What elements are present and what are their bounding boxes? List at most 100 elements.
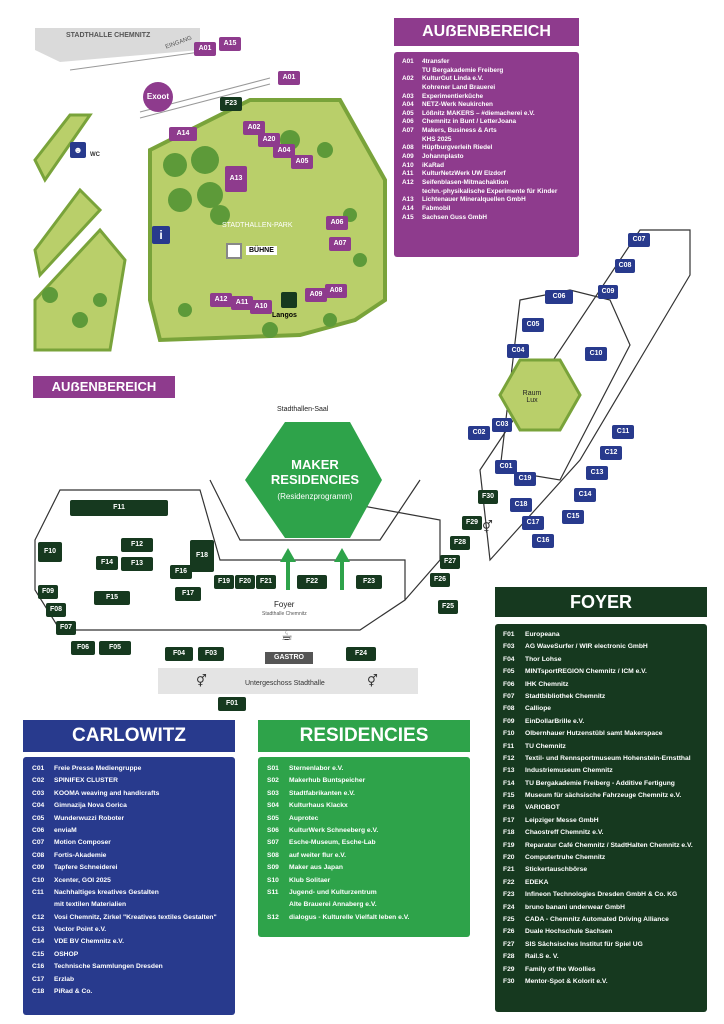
stand-c05[interactable]: C05: [522, 318, 544, 332]
carlowitz-entry-name: Wunderwuzzi Roboter: [54, 814, 125, 822]
stand-f05[interactable]: F05: [99, 641, 131, 655]
stand-f13[interactable]: F13: [121, 557, 153, 571]
stand-f26[interactable]: F26: [430, 573, 450, 587]
stand-f20[interactable]: F20: [235, 575, 255, 589]
stand-f12[interactable]: F12: [121, 538, 153, 552]
foyer-entry-name: CADA - Chemnitz Automated Driving Allian…: [525, 915, 669, 923]
stand-f07[interactable]: F07: [56, 621, 76, 635]
stand-f16[interactable]: F16: [170, 565, 192, 579]
stand-f29[interactable]: F29: [462, 516, 482, 530]
stand-f19[interactable]: F19: [214, 575, 234, 589]
stand-f06[interactable]: F06: [71, 641, 95, 655]
stand-f17[interactable]: F17: [175, 587, 201, 601]
aussen-entry-name: Makers, Business & Arts KHS 2025: [422, 127, 497, 143]
stand-c04[interactable]: C04: [507, 344, 529, 358]
foyer-entry-code: F11: [503, 742, 515, 750]
residencies-entry-code: S09: [267, 864, 279, 872]
stand-c09[interactable]: C09: [598, 285, 618, 299]
stand-a11[interactable]: A11: [231, 296, 253, 310]
stand-f03[interactable]: F03: [198, 647, 224, 661]
stage-icon: [226, 243, 242, 259]
stand-a20[interactable]: A20: [258, 133, 280, 147]
stand-f25[interactable]: F25: [438, 600, 458, 614]
stand-f11[interactable]: F11: [70, 500, 168, 516]
stand-a12[interactable]: A12: [210, 293, 232, 307]
stand-f23[interactable]: F23: [356, 575, 382, 589]
stand-c08[interactable]: C08: [615, 259, 635, 273]
stand-a02[interactable]: A02: [243, 121, 265, 135]
carlowitz-entry-code: C06: [32, 826, 45, 834]
aussen-entry-name: Lichtenauer Mineralquellen GmbH: [422, 196, 526, 204]
residencies-entry-name: Klub Solitaer: [289, 876, 331, 884]
stand-c02[interactable]: C02: [468, 426, 490, 440]
stand-a06[interactable]: A06: [326, 216, 348, 230]
stand-f14[interactable]: F14: [96, 556, 118, 570]
stand-f22[interactable]: F22: [297, 575, 327, 589]
stand-a23[interactable]: F23: [220, 97, 242, 111]
carlowitz-entry-code: C03: [32, 789, 45, 797]
stand-c15[interactable]: C15: [562, 510, 584, 524]
stand-f10[interactable]: F10: [38, 542, 62, 562]
stand-f27[interactable]: F27: [440, 555, 460, 569]
stand-a14[interactable]: A14: [169, 127, 197, 141]
stand-c01[interactable]: C01: [495, 460, 517, 474]
carlowitz-entry-code: C10: [32, 876, 45, 884]
stand-c03[interactable]: C03: [492, 418, 512, 432]
carlowitz-entry-name: Technische Sammlungen Dresden: [54, 963, 163, 971]
carlowitz-entry-name: Erzlab: [54, 975, 75, 983]
stand-a01b[interactable]: A01: [278, 71, 300, 85]
stand-c18[interactable]: C18: [510, 498, 532, 512]
residencies-entry-name: Stadtfabrikanten e.V.: [289, 789, 355, 797]
stand-c14[interactable]: C14: [574, 488, 596, 502]
stand-c11[interactable]: C11: [612, 425, 634, 439]
stand-f08[interactable]: F08: [46, 603, 66, 617]
carlowitz-entry-name: Gimnazija Nova Gorica: [54, 802, 127, 810]
stand-c06[interactable]: C06: [545, 290, 573, 304]
stand-a01a[interactable]: A01: [194, 42, 216, 56]
stand-f01[interactable]: F01: [218, 697, 246, 711]
foyer-entry-code: F15: [503, 792, 515, 800]
saal-label: Stadthallen-Saal: [277, 406, 329, 413]
aussen-entry-code: A07: [402, 127, 414, 135]
stand-c17[interactable]: C17: [522, 516, 544, 530]
stand-c07[interactable]: C07: [628, 233, 650, 247]
stand-a07[interactable]: A07: [329, 237, 351, 251]
stand-a10[interactable]: A10: [250, 300, 272, 314]
stand-a13[interactable]: A13: [225, 166, 247, 192]
stand-f30[interactable]: F30: [478, 490, 498, 504]
langos-stand[interactable]: [281, 292, 297, 308]
stand-c19[interactable]: C19: [514, 472, 536, 486]
stand-c12[interactable]: C12: [600, 446, 622, 460]
stand-f18[interactable]: F18: [190, 540, 214, 572]
stand-c13[interactable]: C13: [586, 466, 608, 480]
exoot-stand[interactable]: Exoot: [143, 82, 173, 112]
foyer-entry-code: F28: [503, 953, 515, 961]
stand-a05[interactable]: A05: [291, 155, 313, 169]
stand-a09[interactable]: A09: [305, 288, 327, 302]
residencies-entry-code: S08: [267, 851, 279, 859]
stand-f15[interactable]: F15: [94, 591, 130, 605]
stand-a08[interactable]: A08: [325, 284, 347, 298]
residencies-entry-name: Sternenlabor e.V.: [289, 765, 344, 772]
stand-c16[interactable]: C16: [532, 534, 554, 548]
stand-c10[interactable]: C10: [585, 347, 607, 361]
foyer-entry-code: F22: [503, 878, 515, 886]
stand-f04[interactable]: F04: [165, 647, 193, 661]
stand-f21[interactable]: F21: [256, 575, 276, 589]
stand-f28[interactable]: F28: [450, 536, 470, 550]
stand-a04[interactable]: A04: [273, 144, 295, 158]
aussen-entry-name: KulturGut Linda e.V. Kohrener Land Braue…: [422, 75, 496, 91]
carlowitz-entry-code: C07: [32, 839, 45, 847]
foyer-entry-code: F04: [503, 655, 515, 663]
stand-a15[interactable]: A15: [219, 37, 241, 51]
stand-f09[interactable]: F09: [38, 585, 58, 599]
stand-f24[interactable]: F24: [346, 647, 376, 661]
info-icon[interactable]: i: [152, 226, 170, 244]
